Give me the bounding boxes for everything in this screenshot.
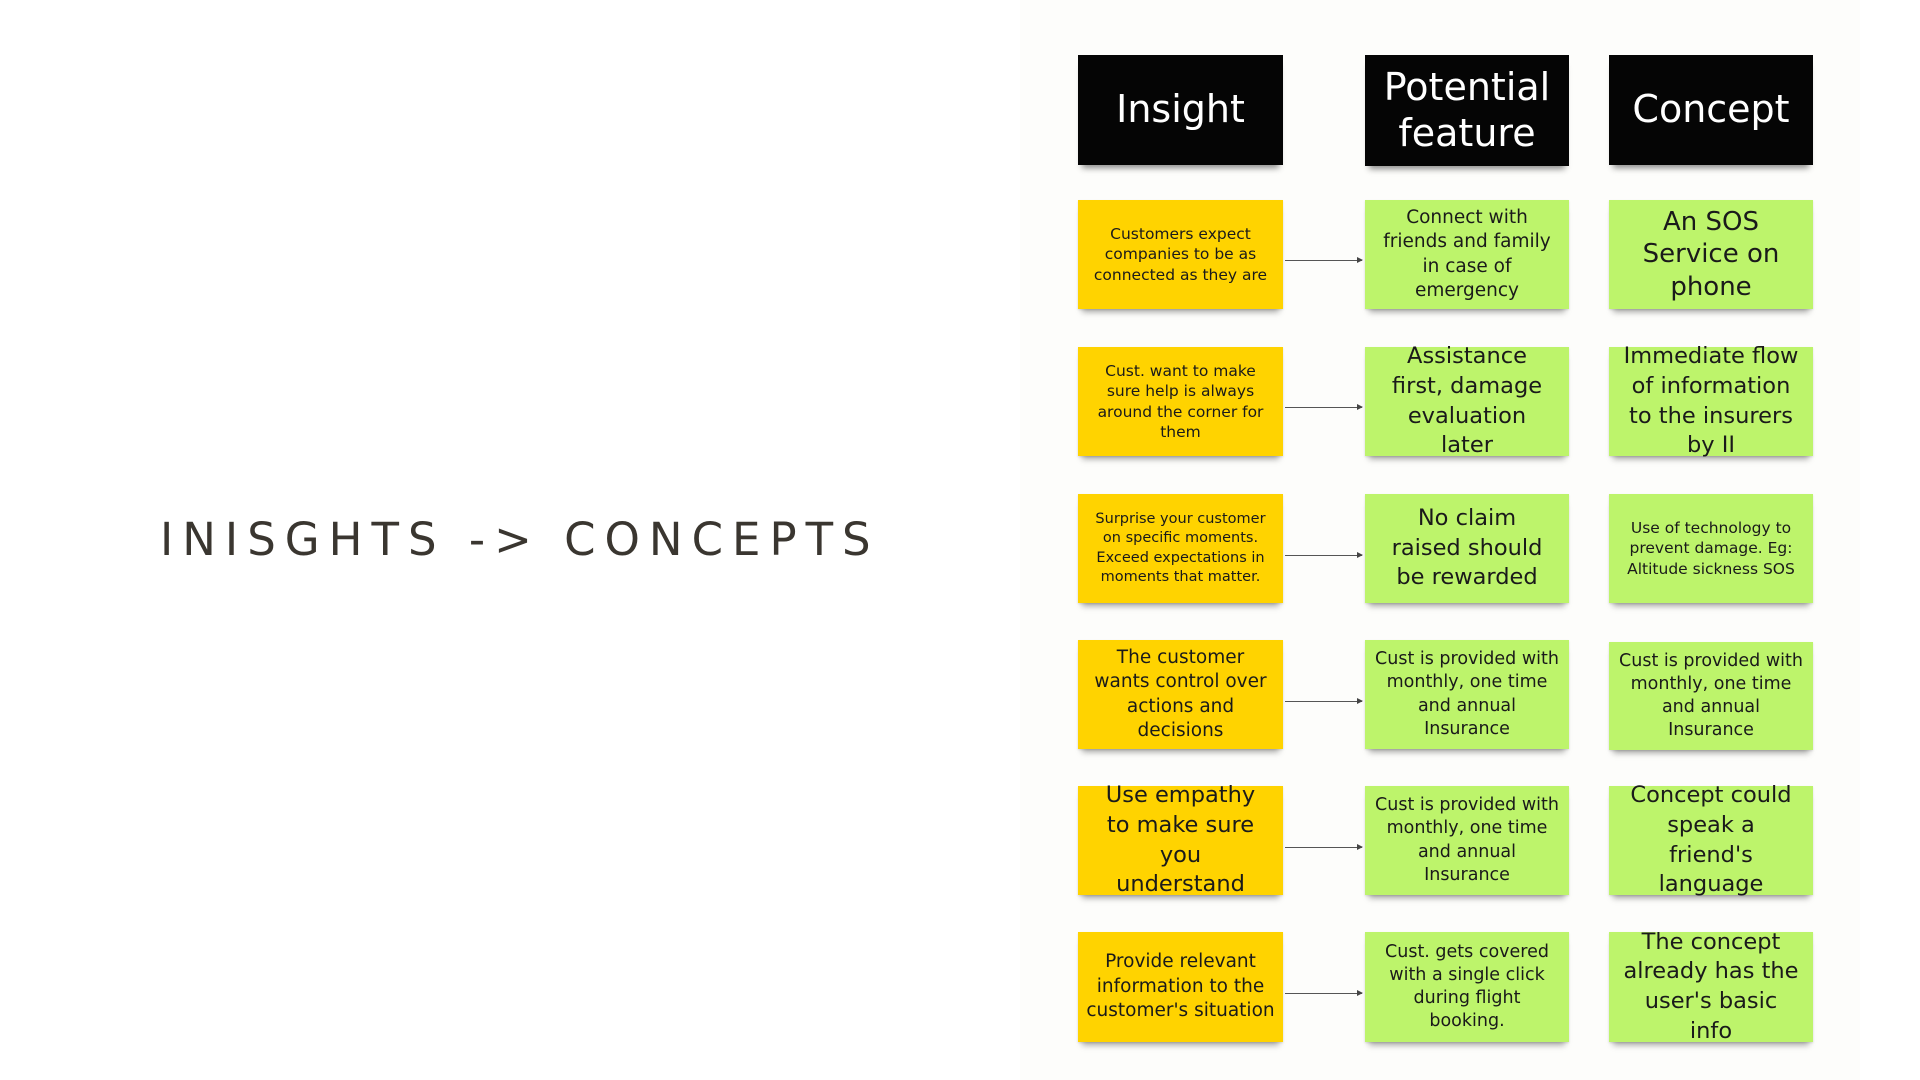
feature-note: Assistance first, damage evaluation late…: [1365, 343, 1569, 458]
feature-text: Cust is provided with monthly, one time …: [1375, 795, 1559, 885]
header-insight: Insight: [1078, 55, 1283, 165]
insight-text: Provide relevant information to the cust…: [1086, 951, 1275, 1022]
feature-note: Cust. gets covered with a single click d…: [1365, 932, 1569, 1042]
arrow-connector: [1285, 698, 1363, 704]
insight-text: Customers expect companies to be as conn…: [1093, 224, 1268, 284]
header-concept: Concept: [1609, 55, 1813, 165]
feature-note: Connect with friends and family in case …: [1365, 200, 1569, 309]
feature-text: Connect with friends and family in case …: [1383, 206, 1551, 301]
insight-note: Surprise your customer on specific momen…: [1078, 494, 1283, 603]
insight-text: Use empathy to make sure you understand: [1105, 782, 1256, 898]
concept-text: The concept already has the user's basic…: [1623, 928, 1799, 1044]
concept-text: Cust is provided with monthly, one time …: [1619, 650, 1803, 741]
concept-note: Concept could speak a friend's language: [1609, 782, 1813, 897]
arrow-connector: [1285, 404, 1363, 410]
insight-text: Surprise your customer on specific momen…: [1095, 511, 1266, 585]
insight-note: Cust. want to make sure help is always a…: [1078, 347, 1283, 456]
insight-note: Provide relevant information to the cust…: [1078, 932, 1283, 1042]
concept-note: The concept already has the user's basic…: [1609, 929, 1813, 1044]
header-concept-label: Concept: [1632, 87, 1790, 132]
arrow-connector: [1285, 844, 1363, 850]
arrow-connector: [1285, 257, 1363, 263]
feature-text: No claim raised should be rewarded: [1391, 504, 1543, 591]
concept-note: Use of technology to prevent damage. Eg:…: [1609, 494, 1813, 603]
header-insight-label: Insight: [1116, 87, 1245, 132]
concept-note: An SOS Service on phone: [1609, 200, 1813, 309]
concept-note: Immediate flow of information to the ins…: [1609, 343, 1813, 458]
concept-text: An SOS Service on phone: [1642, 206, 1780, 302]
insight-text: The customer wants control over actions …: [1094, 646, 1267, 741]
insight-note: The customer wants control over actions …: [1078, 640, 1283, 749]
header-potential-feature: Potential feature: [1365, 55, 1569, 166]
feature-note: No claim raised should be rewarded: [1365, 494, 1569, 603]
slide-title: INISGHTS -> CONCEPTS: [160, 513, 880, 566]
concept-note: Cust is provided with monthly, one time …: [1609, 642, 1813, 750]
feature-text: Assistance first, damage evaluation late…: [1391, 343, 1543, 459]
insight-note: Use empathy to make sure you understand: [1078, 782, 1283, 897]
feature-text: Cust. gets covered with a single click d…: [1385, 941, 1549, 1032]
header-potential-feature-label: Potential feature: [1383, 64, 1551, 155]
insight-text: Cust. want to make sure help is always a…: [1097, 361, 1264, 441]
insight-note: Customers expect companies to be as conn…: [1078, 200, 1283, 309]
feature-text: Cust is provided with monthly, one time …: [1375, 649, 1559, 739]
feature-note: Cust is provided with monthly, one time …: [1365, 640, 1569, 749]
feature-note: Cust is provided with monthly, one time …: [1365, 786, 1569, 895]
concept-text: Concept could speak a friend's language: [1630, 782, 1792, 898]
arrow-connector: [1285, 552, 1363, 558]
concept-text: Use of technology to prevent damage. Eg:…: [1627, 518, 1795, 578]
arrow-connector: [1285, 990, 1363, 996]
concept-text: Immediate flow of information to the ins…: [1623, 343, 1799, 459]
